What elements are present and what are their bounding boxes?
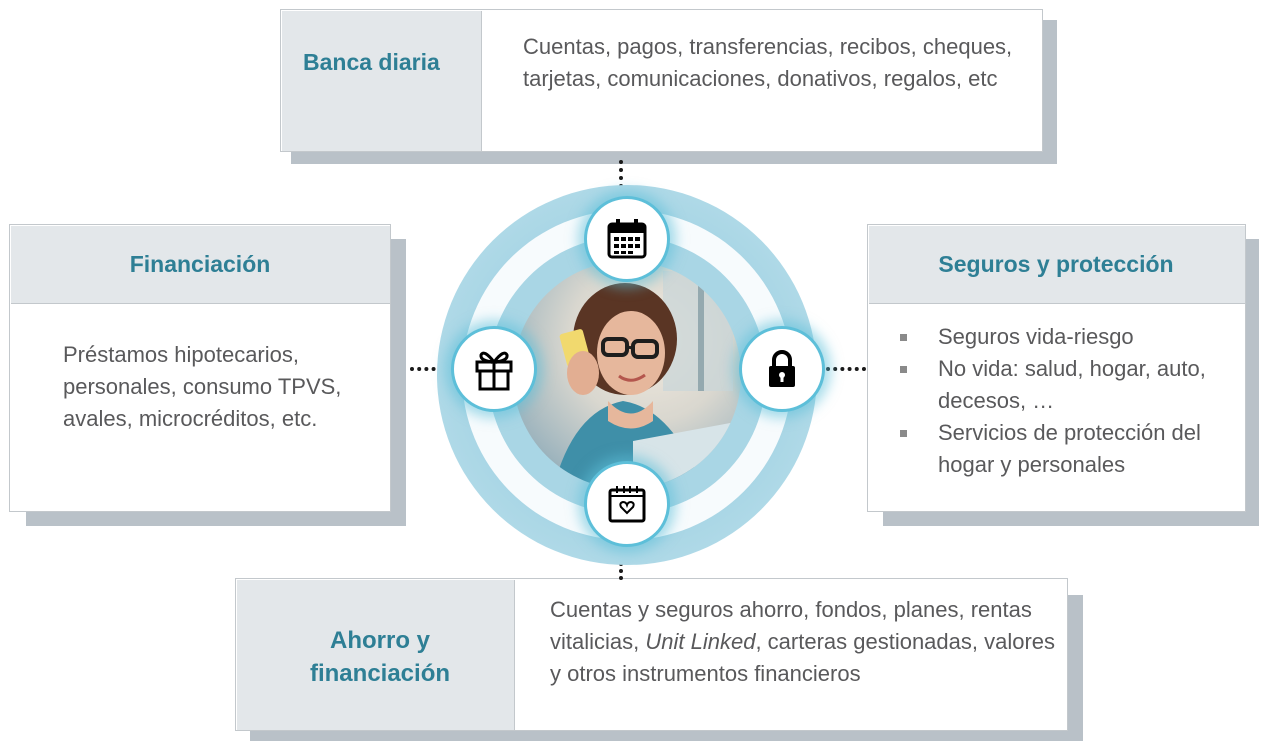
banca-diaria-title: Banca diaria bbox=[303, 49, 440, 75]
lock-icon bbox=[739, 326, 825, 412]
seguros-bullet: Seguros vida-riesgo bbox=[900, 321, 1230, 353]
financiacion-text: Préstamos hipotecarios, personales, cons… bbox=[63, 342, 342, 431]
gift-icon bbox=[451, 326, 537, 412]
connector-top bbox=[619, 160, 623, 196]
financiacion-title: Financiación bbox=[129, 251, 271, 277]
seguros-bullet: Servicios de protección del hogar y pers… bbox=[900, 417, 1230, 481]
calendar-icon bbox=[584, 196, 670, 282]
ahorro-text-italic: Unit Linked bbox=[645, 629, 756, 654]
seguros-title: Seguros y protección bbox=[938, 251, 1174, 277]
ahorro-title: Ahorro y financiación bbox=[309, 627, 451, 687]
connector-left bbox=[410, 367, 450, 371]
calendar-heart-icon bbox=[584, 461, 670, 547]
ahorro-text-end: , carteras gestionadas, valores y otros … bbox=[550, 629, 1056, 686]
connector-right bbox=[826, 367, 866, 371]
ahorro-text-start: Cuentas y seguros ahorro, fondos, planes… bbox=[550, 597, 1032, 654]
woman-with-card-photo bbox=[513, 261, 741, 489]
seguros-bullet-list: Seguros vida-riesgo No vida: salud, hoga… bbox=[900, 321, 1230, 481]
ahorro-text: Cuentas y seguros ahorro, fondos, planes… bbox=[550, 594, 1060, 690]
seguros-bullet: No vida: salud, hogar, auto, decesos, … bbox=[900, 353, 1230, 417]
banca-diaria-text: Cuentas, pagos, transferencias, recibos,… bbox=[523, 34, 1013, 91]
